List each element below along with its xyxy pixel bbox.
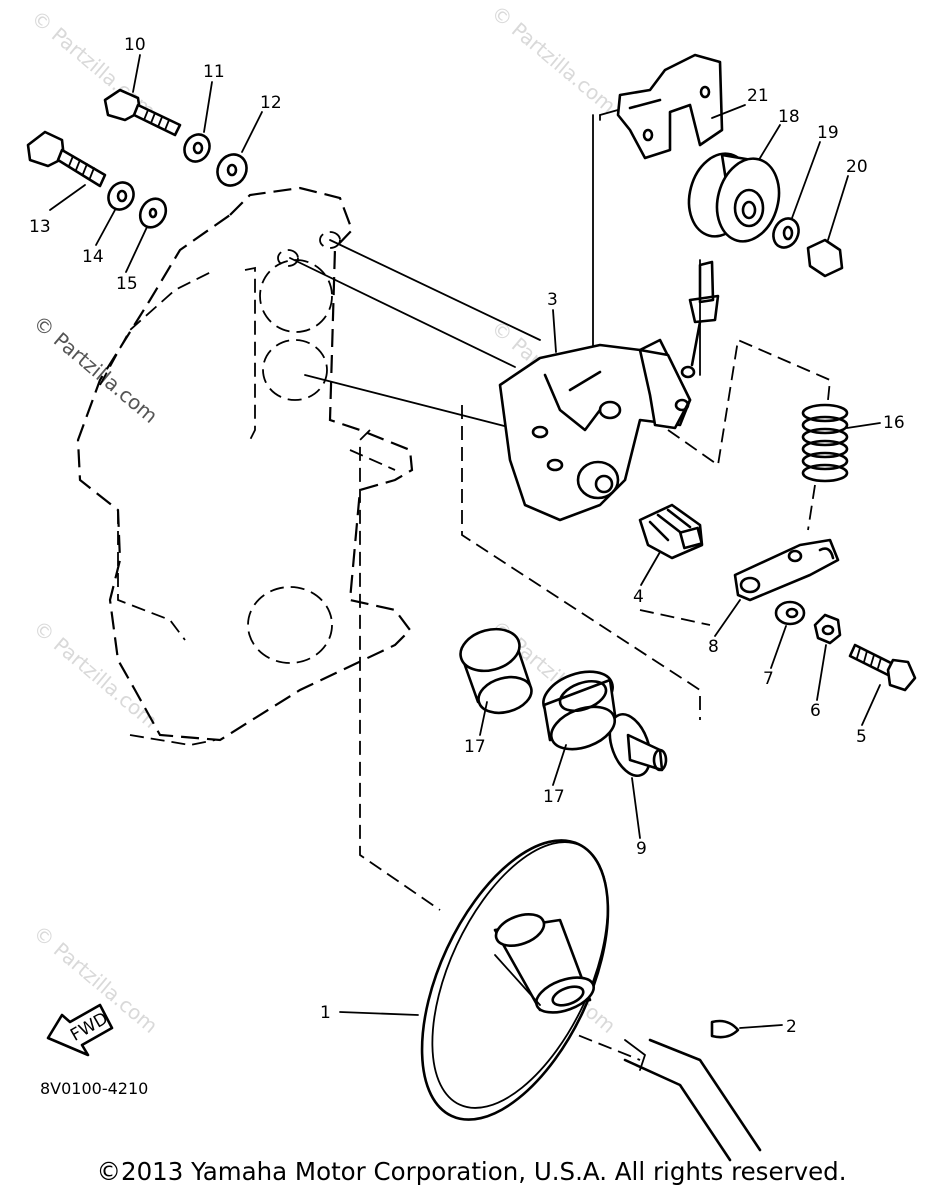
label-19: 19	[817, 123, 839, 143]
label-20: 20	[846, 157, 868, 177]
roller-part-18	[687, 152, 781, 243]
washer-part-19	[772, 217, 800, 249]
assembly-guide-lines	[289, 107, 831, 1061]
lever-arm-part-8	[733, 538, 840, 602]
label-1: 1	[320, 1003, 331, 1023]
bushing-part-17a	[459, 627, 533, 715]
label-5: 5	[856, 727, 867, 747]
primary-sheave-part-1	[420, 839, 610, 1121]
watermark-text: © Partzilla.com	[29, 615, 163, 733]
label-3: 3	[547, 290, 558, 310]
part-number-labels: 10 11 12 13 14 15 21 18 19 20 3 16 4 8 7…	[29, 35, 905, 1037]
washer-part-15	[138, 197, 168, 229]
bolt-part-13	[26, 130, 107, 188]
bushing-part-4	[638, 503, 704, 560]
label-12: 12	[260, 93, 282, 113]
label-4: 4	[633, 587, 644, 607]
lock-washer-part-14	[107, 181, 135, 211]
label-17a: 17	[464, 737, 486, 757]
label-14: 14	[82, 247, 104, 267]
label-11: 11	[203, 62, 225, 82]
label-2: 2	[786, 1017, 797, 1037]
cable-bracket-part-21	[616, 53, 724, 160]
bolt-part-5	[848, 643, 917, 692]
bolt-part-10	[103, 88, 182, 137]
label-17b: 17	[543, 787, 565, 807]
label-6: 6	[810, 701, 821, 721]
nut-part-6	[813, 613, 842, 645]
bracket-part-3	[498, 338, 692, 522]
watermark-text: © Partzilla.com	[487, 0, 621, 118]
diagram-code: 8V0100-4210	[40, 1079, 148, 1098]
pin-part-9	[608, 713, 668, 777]
copyright-notice: ©2013 Yamaha Motor Corporation, U.S.A. A…	[96, 1157, 847, 1186]
washer-part-7	[774, 600, 806, 626]
label-13: 13	[29, 217, 51, 237]
woodruff-key-part-2	[710, 1019, 740, 1039]
label-7: 7	[763, 669, 774, 689]
callout-leaders	[49, 54, 881, 1029]
label-21: 21	[747, 86, 769, 106]
crankshaft-stub	[623, 1019, 762, 1162]
bushing-part-17b	[542, 670, 617, 751]
label-9: 9	[636, 839, 647, 859]
watermark-text: © Partzilla.com	[29, 310, 163, 428]
spring-part-16	[801, 403, 849, 483]
label-16: 16	[883, 413, 905, 433]
cable-end	[680, 260, 720, 379]
engine-case-outline	[76, 186, 414, 746]
washer-part-12	[216, 153, 248, 187]
forward-direction-arrow: FWD	[46, 1003, 114, 1057]
lock-washer-part-11	[183, 133, 211, 163]
label-15: 15	[116, 274, 138, 294]
label-18: 18	[778, 107, 800, 127]
label-10: 10	[124, 35, 146, 55]
label-8: 8	[708, 637, 719, 657]
nut-part-20	[806, 238, 844, 278]
